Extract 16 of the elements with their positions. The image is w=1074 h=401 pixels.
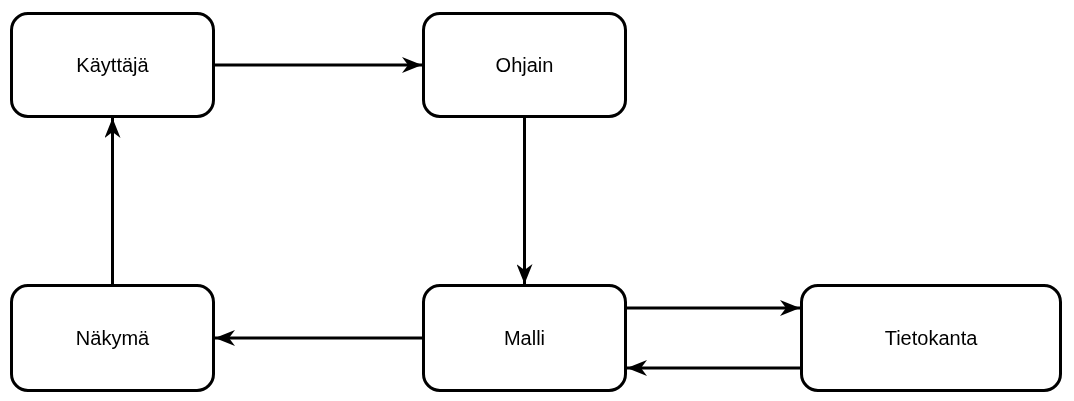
process-box bbox=[422, 12, 627, 118]
arrow bbox=[104, 118, 121, 284]
process-box bbox=[10, 284, 215, 392]
box-label: Ohjain bbox=[495, 53, 554, 78]
arrow bbox=[627, 300, 800, 316]
arrow bbox=[627, 360, 800, 376]
process-box bbox=[422, 284, 627, 392]
box-label: Näkymä bbox=[75, 326, 150, 351]
box-label: Malli bbox=[503, 326, 546, 351]
box-label: Tietokanta bbox=[884, 326, 978, 351]
box-label: Käyttäjä bbox=[76, 53, 149, 78]
arrow bbox=[215, 57, 422, 73]
process-box bbox=[800, 284, 1062, 392]
arrow bbox=[516, 118, 533, 284]
arrow bbox=[215, 330, 422, 346]
process-box bbox=[10, 12, 215, 118]
